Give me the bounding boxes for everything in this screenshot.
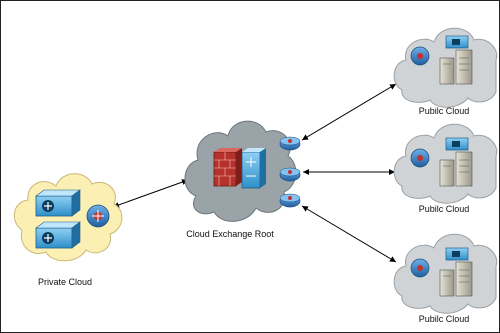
router-icon <box>279 136 301 151</box>
private-cloud-label: Private Cloud <box>38 277 92 287</box>
server-icon <box>439 151 473 187</box>
server-icon <box>439 261 473 297</box>
link-exchange-to-public-3 <box>301 205 397 263</box>
router-icon <box>410 148 430 168</box>
firewall-icon <box>213 148 242 187</box>
storage-icon <box>445 35 469 49</box>
server-icon <box>439 49 473 85</box>
multilayer-switch-icon <box>241 148 266 189</box>
connectors <box>112 83 397 263</box>
router-icon <box>279 193 301 208</box>
private-cloud: Private Cloud <box>13 173 123 287</box>
storage-icon <box>445 247 469 261</box>
storage-icon <box>445 137 469 151</box>
public-cloud-label: Pubilc Cloud <box>419 106 470 116</box>
public-cloud: Pubilc Cloud <box>393 27 498 116</box>
link-exchange-to-public-1 <box>301 83 397 141</box>
switch-icon <box>35 221 81 249</box>
cloud-exchange-root: Cloud Exchange Root <box>184 120 301 239</box>
link-private-to-exchange <box>112 179 189 208</box>
public-cloud: Pubilc Cloud <box>393 123 498 214</box>
public-cloud-label: Pubilc Cloud <box>419 204 470 214</box>
exchange-label: Cloud Exchange Root <box>186 229 274 239</box>
router-icon <box>410 258 430 278</box>
public-cloud: Pubilc Cloud <box>393 233 498 324</box>
router-icon <box>279 167 301 182</box>
switch-icon <box>35 189 81 217</box>
public-cloud-label: Pubilc Cloud <box>419 314 470 324</box>
router-icon <box>410 46 430 66</box>
router-icon <box>86 204 110 228</box>
